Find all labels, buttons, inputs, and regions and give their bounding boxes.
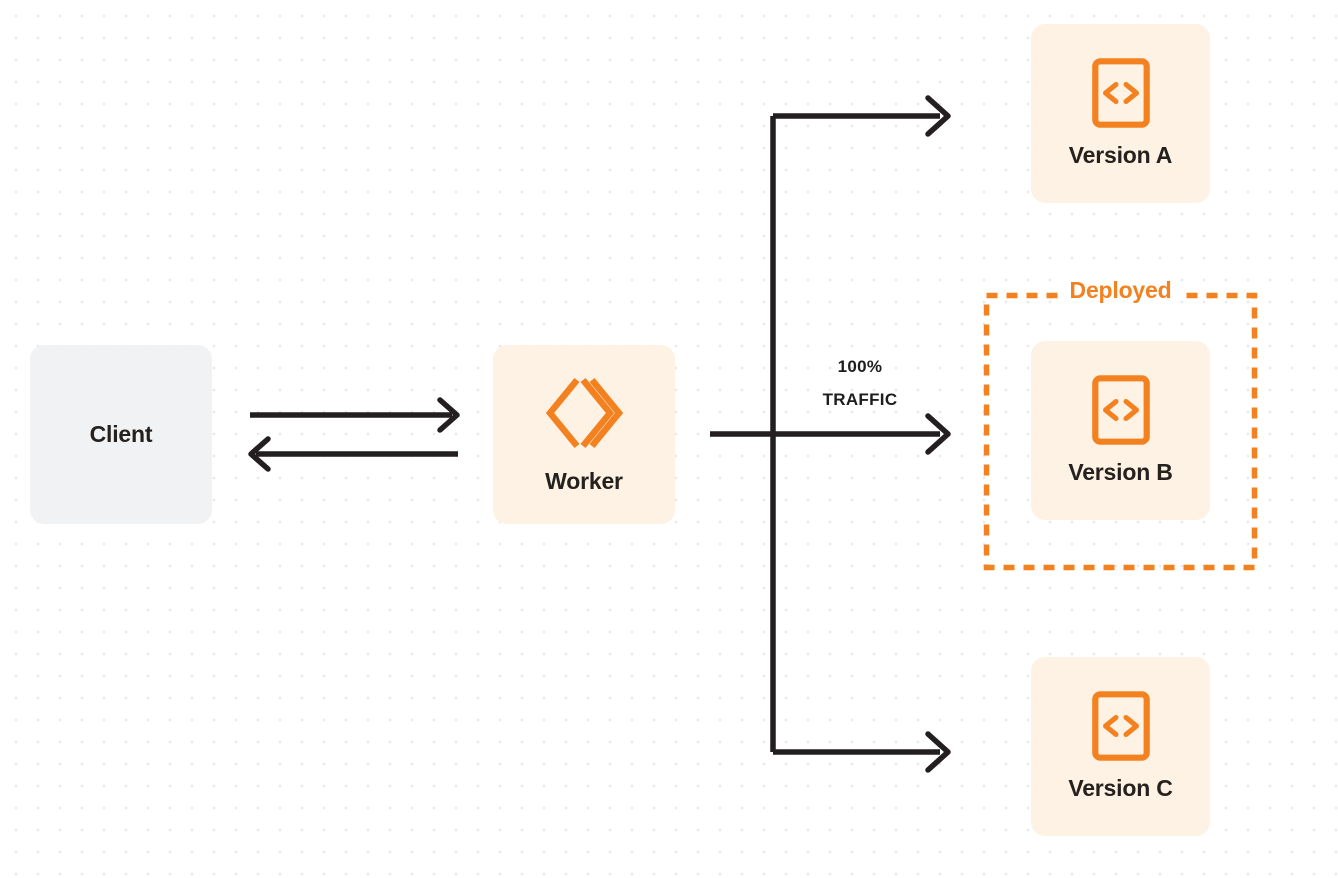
- traffic-percent-value: 100%: [837, 357, 883, 376]
- node-version-a[interactable]: Version A: [1031, 24, 1210, 203]
- arrow-to-version-c: [773, 731, 951, 773]
- arrow-client-to-worker: [250, 397, 460, 433]
- worker-label: Worker: [545, 468, 623, 494]
- cloudflare-workers-logo-icon: [545, 377, 624, 449]
- version-a-label: Version A: [1068, 142, 1173, 168]
- node-version-c[interactable]: Version C: [1031, 657, 1210, 836]
- version-c-label: Version C: [1068, 775, 1173, 801]
- traffic-percent-label: 100% TRAFFIC: [792, 350, 928, 416]
- code-brackets-icon: [1091, 691, 1150, 761]
- code-brackets-icon: [1091, 375, 1150, 445]
- arrow-to-version-a: [773, 95, 951, 137]
- traffic-word: TRAFFIC: [822, 390, 898, 409]
- code-brackets-icon: [1091, 58, 1150, 128]
- node-worker[interactable]: Worker: [493, 345, 675, 524]
- arrow-worker-to-client: [248, 436, 458, 472]
- client-label: Client: [89, 421, 153, 447]
- arrow-to-version-b: [710, 413, 951, 455]
- node-version-b[interactable]: Version B: [1031, 341, 1210, 520]
- version-b-label: Version B: [1068, 459, 1173, 485]
- node-client[interactable]: Client: [30, 345, 212, 524]
